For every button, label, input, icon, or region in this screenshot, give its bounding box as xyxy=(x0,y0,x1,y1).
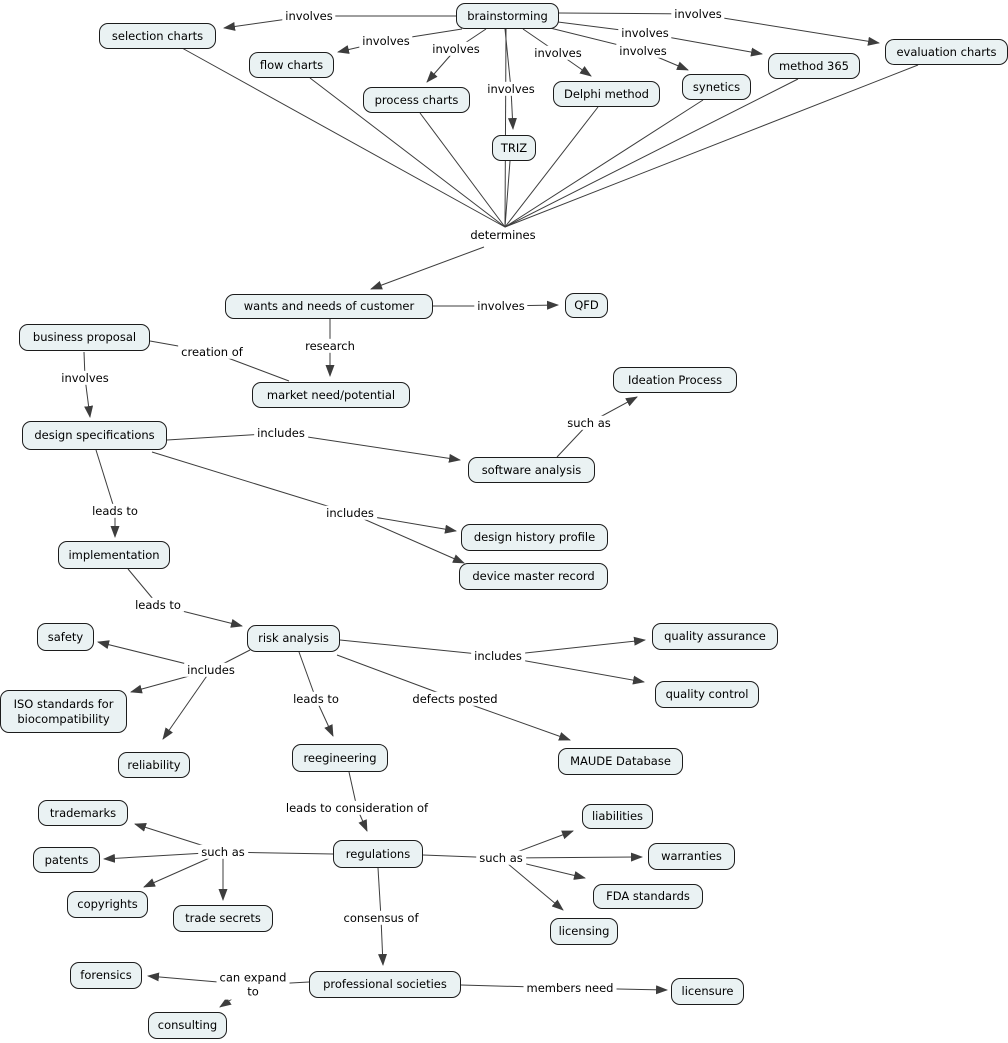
edge-line xyxy=(504,64,919,228)
link-label-creation-of[interactable]: creation of xyxy=(178,344,246,360)
edge-line xyxy=(370,246,485,290)
concept-node-evaluation-charts[interactable]: evaluation charts xyxy=(885,39,1008,65)
concept-node-selection-charts[interactable]: selection charts xyxy=(99,23,216,49)
edge-line xyxy=(95,449,116,512)
edge-line xyxy=(151,451,351,514)
edge-line xyxy=(500,857,564,911)
link-label-research[interactable]: research xyxy=(302,338,358,354)
concept-node-warranties[interactable]: warranties xyxy=(648,843,735,870)
link-label-involves-qfd[interactable]: involves xyxy=(474,298,528,314)
link-label-such-as-legal[interactable]: such as xyxy=(476,850,526,866)
link-label-involves-synetics[interactable]: involves xyxy=(616,43,670,59)
concept-node-design-history-profile[interactable]: design history profile xyxy=(461,524,608,551)
concept-node-software-analysis[interactable]: software analysis xyxy=(468,457,595,483)
link-label-leads-to-consideration[interactable]: leads to consideration of xyxy=(282,800,432,816)
link-label-involves-design-specs[interactable]: involves xyxy=(58,370,112,386)
edge-line xyxy=(504,106,599,228)
concept-node-design-specifications[interactable]: design specifications xyxy=(22,421,167,450)
link-label-determines[interactable]: determines xyxy=(467,227,539,243)
concept-node-reliability[interactable]: reliability xyxy=(118,752,190,778)
link-label-involves-triz[interactable]: involves xyxy=(484,81,538,97)
concept-node-brainstorming[interactable]: brainstorming xyxy=(456,3,559,29)
edge-line xyxy=(349,512,465,564)
concept-node-delphi-method[interactable]: Delphi method xyxy=(553,81,660,107)
link-label-includes-safety[interactable]: includes xyxy=(184,662,238,678)
link-label-involves-process[interactable]: involves xyxy=(429,41,483,57)
concept-node-safety[interactable]: safety xyxy=(37,623,94,651)
link-label-includes-quality[interactable]: includes xyxy=(471,648,525,664)
edge-line xyxy=(504,160,511,228)
concept-node-market-need-potential[interactable]: market need/potential xyxy=(252,382,410,408)
concept-node-consulting[interactable]: consulting xyxy=(148,1012,227,1039)
concept-node-fda-standards[interactable]: FDA standards xyxy=(593,884,703,909)
concept-node-synetics[interactable]: synetics xyxy=(682,74,751,100)
concept-node-quality-assurance[interactable]: quality assurance xyxy=(652,623,778,650)
link-label-such-as-ideation[interactable]: such as xyxy=(564,415,614,431)
edge-line xyxy=(309,77,506,228)
link-label-includes-software[interactable]: includes xyxy=(254,425,308,441)
link-label-includes-records[interactable]: includes xyxy=(323,505,377,521)
concept-node-maude-database[interactable]: MAUDE Database xyxy=(558,748,683,775)
link-label-such-as-ip[interactable]: such as xyxy=(198,844,248,860)
edge-line xyxy=(377,867,382,919)
concept-node-business-proposal[interactable]: business proposal xyxy=(19,324,150,351)
concept-node-copyrights[interactable]: copyrights xyxy=(67,891,148,918)
edge-line xyxy=(181,47,506,228)
link-label-consensus-of[interactable]: consensus of xyxy=(340,910,422,926)
link-label-can-expand-to[interactable]: can expand to xyxy=(216,970,290,1000)
link-label-involves-delphi[interactable]: involves xyxy=(531,45,585,61)
edge-line xyxy=(419,112,506,228)
edge-line xyxy=(504,99,704,228)
link-label-members-need[interactable]: members need xyxy=(523,980,617,996)
edge-line xyxy=(162,669,212,740)
link-label-involves-method365[interactable]: involves xyxy=(618,25,672,41)
link-label-leads-to-reegineering[interactable]: leads to xyxy=(290,691,342,707)
concept-node-process-charts[interactable]: process charts xyxy=(363,87,470,113)
edge-line xyxy=(504,28,507,228)
link-label-defects-posted[interactable]: defects posted xyxy=(409,691,501,707)
concept-node-wants-needs-customer[interactable]: wants and needs of customer xyxy=(225,294,433,319)
link-label-leads-to-risk[interactable]: leads to xyxy=(132,597,184,613)
concept-node-licensing[interactable]: licensing xyxy=(550,918,618,945)
concept-node-forensics[interactable]: forensics xyxy=(70,962,142,989)
concept-node-qfd[interactable]: QFD xyxy=(565,293,608,318)
edge-line xyxy=(336,654,456,700)
concept-node-flow-charts[interactable]: flow charts xyxy=(249,52,334,78)
edge-line xyxy=(504,78,799,228)
edge-line xyxy=(280,432,461,463)
link-label-involves-selection[interactable]: involves xyxy=(282,8,336,24)
concept-node-professional-societies[interactable]: professional societies xyxy=(309,971,461,998)
concept-node-method-365[interactable]: method 365 xyxy=(768,53,860,79)
concept-node-licensure[interactable]: licensure xyxy=(671,978,744,1005)
concept-node-trade-secrets[interactable]: trade secrets xyxy=(173,905,273,932)
concept-node-quality-control[interactable]: quality control xyxy=(655,681,759,708)
concept-node-patents[interactable]: patents xyxy=(33,847,100,873)
concept-node-implementation[interactable]: implementation xyxy=(58,541,170,569)
concept-node-liabilities[interactable]: liabilities xyxy=(582,804,653,829)
concept-node-reegineering[interactable]: reegineering xyxy=(292,744,388,772)
edge-line xyxy=(697,13,880,46)
edge-line xyxy=(378,917,388,966)
concept-node-risk-analysis[interactable]: risk analysis xyxy=(247,625,340,652)
link-label-involves-evaluation[interactable]: involves xyxy=(671,6,725,22)
concept-node-ideation-process[interactable]: Ideation Process xyxy=(613,367,737,393)
concept-node-regulations[interactable]: regulations xyxy=(333,840,423,868)
edge-line xyxy=(298,651,317,700)
link-label-involves-flow[interactable]: involves xyxy=(359,33,413,49)
concept-node-triz[interactable]: TRIZ xyxy=(492,135,536,161)
concept-node-trademarks[interactable]: trademarks xyxy=(38,800,128,826)
concept-node-device-master-record[interactable]: device master record xyxy=(459,563,608,590)
link-label-leads-to-implementation[interactable]: leads to xyxy=(89,503,141,519)
concept-node-iso-standards-biocompatibility[interactable]: ISO standards for biocompatibility xyxy=(0,690,127,733)
